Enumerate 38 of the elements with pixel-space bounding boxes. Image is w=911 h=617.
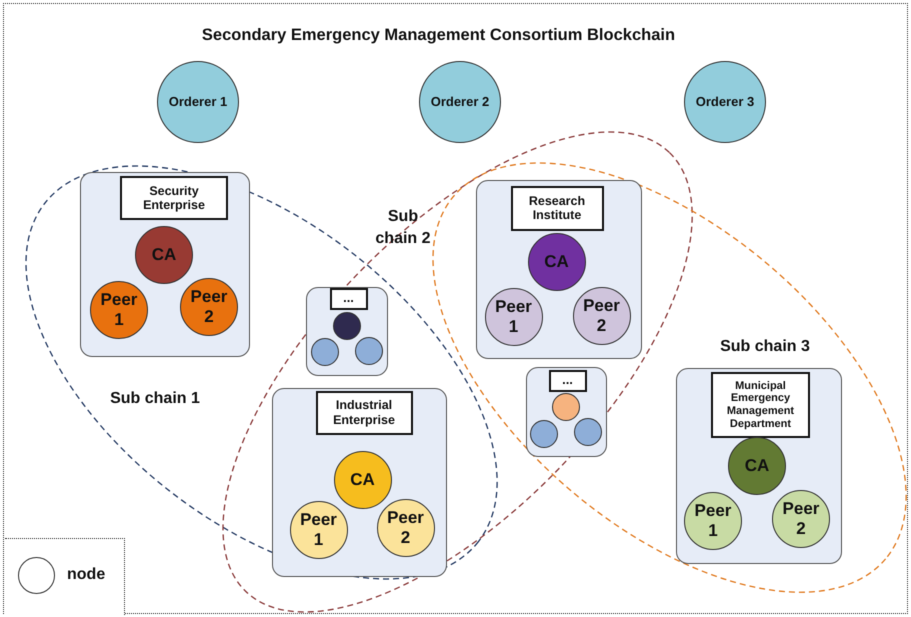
organization-box [526,367,607,457]
node-circle: CA [334,450,392,508]
legend-text: node [67,566,106,584]
node-circle: Orderer 2 [419,61,501,143]
node-circle: Peer 1 [484,288,542,346]
node-circle: Peer 2 [772,490,830,548]
node-circle: Peer 2 [376,498,434,556]
node-circle: Peer 1 [90,280,148,339]
group-label: Sub chain 3 [719,336,811,357]
node-circle: Peer 1 [290,500,348,558]
node-circle: Peer 1 [684,492,742,550]
empty-node-circle [530,420,558,448]
organization-box [80,172,250,358]
node-circle: CA [134,226,193,284]
name-label-box: Industrial Enterprise [316,390,412,434]
organization-box [676,368,842,564]
organization-box [476,180,642,359]
name-label-box: ... [330,288,368,310]
name-label-box: Research Institute [510,186,604,230]
node-circle: Peer 2 [180,278,238,336]
diagram-title: Secondary Emergency Management Consortium Blockchain [202,26,676,44]
node-circle: Orderer 1 [157,61,239,143]
organization-box [306,287,388,376]
group-label: Sub chain 2 [374,206,432,250]
node-circle: CA [528,232,586,290]
empty-node-circle [332,312,360,340]
node-circle: CA [728,436,786,495]
node-circle: Orderer 3 [684,61,766,143]
empty-node-circle [574,418,602,446]
group-label: Sub chain 1 [109,388,201,409]
empty-node-circle [552,392,580,420]
name-label-box: Municipal Emergency Management Department [710,372,810,438]
empty-node-circle [354,336,382,364]
empty-node-circle [310,338,338,366]
name-label-box: ... [548,370,586,392]
node-circle: Peer 2 [572,286,630,344]
organization-box [272,388,447,577]
name-label-box: Security Enterprise [120,176,228,220]
